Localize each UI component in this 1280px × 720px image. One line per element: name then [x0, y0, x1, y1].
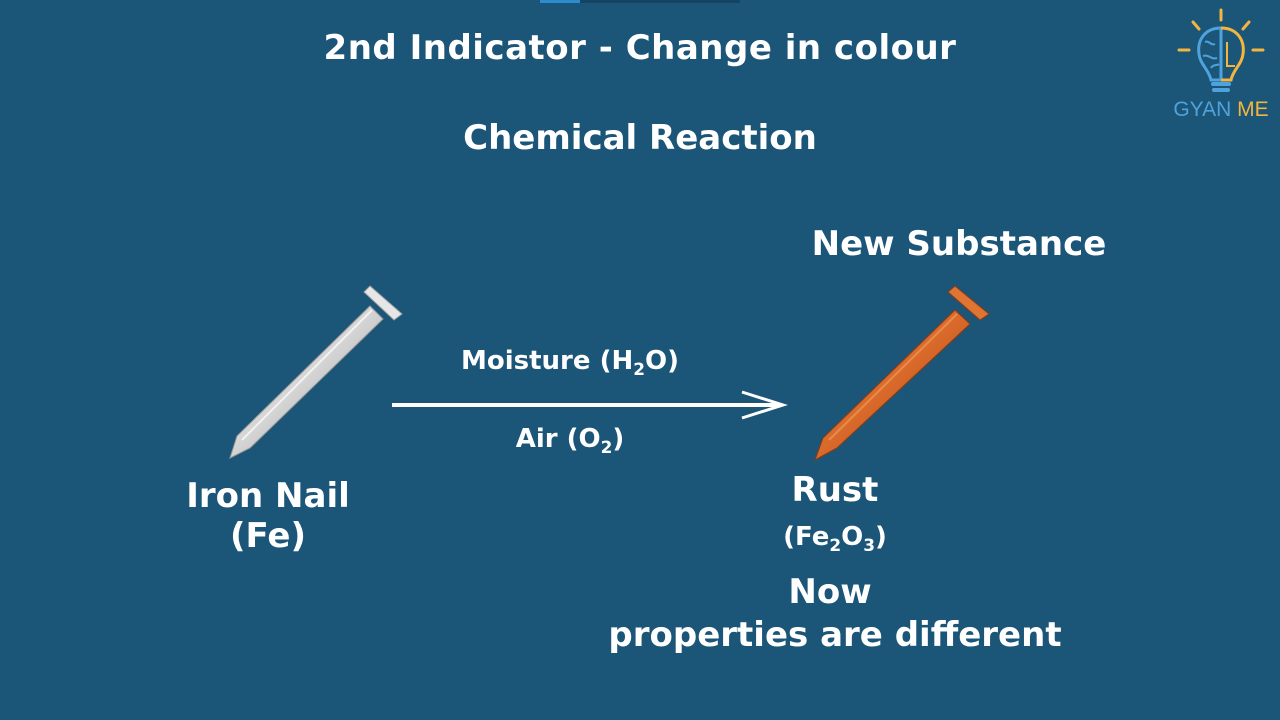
rusted-nail-icon — [814, 285, 990, 462]
note-line1: Now — [788, 572, 872, 612]
iron-nail-icon — [229, 285, 403, 459]
bulb-brain-logo-icon — [1177, 8, 1265, 92]
reactant-label: Iron Nail (Fe) — [150, 476, 386, 556]
note-line2: properties are different — [608, 615, 1062, 655]
slide-subtitle: Chemical Reaction — [463, 118, 817, 158]
logo-word-me: ME — [1237, 98, 1269, 121]
product-name: Rust — [791, 470, 879, 510]
condition-moisture: Moisture (H2O) — [461, 346, 679, 379]
reactant-name: Iron Nail — [186, 476, 350, 516]
slide-title: 2nd Indicator - Change in colour — [323, 28, 957, 68]
reactant-formula: (Fe) — [230, 516, 306, 556]
logo-word-gyan: GYAN — [1173, 98, 1232, 121]
video-progress-bar[interactable] — [540, 0, 740, 3]
reaction-arrow-icon — [392, 390, 788, 420]
condition-air: Air (O2) — [515, 424, 625, 457]
new-substance-label: New Substance — [811, 224, 1107, 264]
video-progress-fill — [540, 0, 580, 3]
brand-logo-text: GYAN ME — [1165, 98, 1277, 122]
product-formula: (Fe2O3) — [783, 522, 887, 555]
